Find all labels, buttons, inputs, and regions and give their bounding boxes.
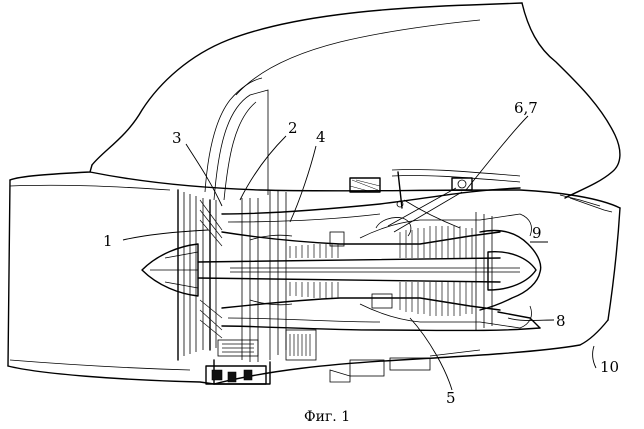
callout-6-7: 6,7 (514, 99, 538, 117)
leader-1 (123, 230, 208, 240)
callout-1: 1 (103, 232, 113, 250)
callout-4: 4 (316, 128, 326, 146)
leader-10 (593, 346, 596, 368)
leader-67 (466, 116, 528, 190)
fan-assembly (142, 190, 222, 360)
callout-9: 9 (532, 224, 542, 242)
accessory-gearbox (206, 330, 480, 384)
mount-structure (350, 169, 520, 236)
callout-10: 10 (600, 358, 619, 376)
nacelle-outline (8, 165, 620, 384)
callout-8: 8 (556, 312, 566, 330)
callout-2: 2 (288, 119, 298, 137)
pylon-outline (92, 3, 620, 200)
callout-3: 3 (172, 129, 182, 147)
engine-core (198, 220, 520, 322)
figure-caption: Фиг. 1 (304, 409, 350, 425)
callout-5: 5 (446, 389, 456, 407)
turbine-exhaust (476, 212, 541, 330)
